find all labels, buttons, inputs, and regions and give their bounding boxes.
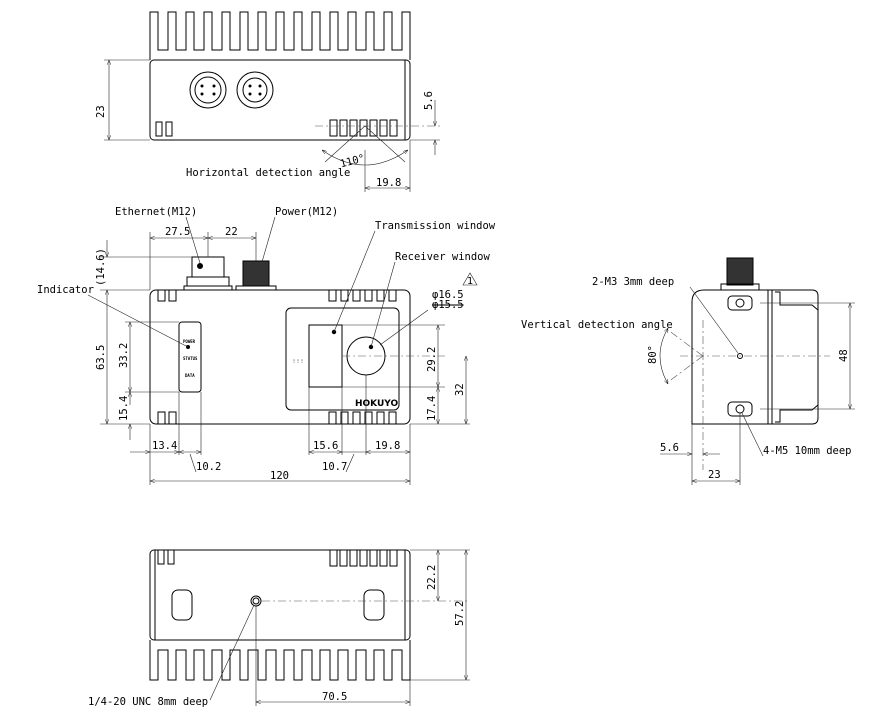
- diameter-outer: φ16.5: [432, 289, 464, 301]
- dim-32: 32: [454, 383, 466, 396]
- dim-27-5: 27.5: [165, 226, 190, 238]
- horizontal-angle-label: Horizontal detection angle: [186, 167, 350, 179]
- dim-33-2: 33.2: [118, 343, 130, 368]
- indicator-panel: POWER STATUS DATA: [178, 321, 202, 393]
- brand-logo: HOKUYO: [355, 399, 399, 409]
- dim-22-2: 22.2: [426, 565, 438, 590]
- vent-dots: ⋮⋮⋮: [292, 358, 304, 364]
- dim-5-6: 5.6: [660, 442, 679, 454]
- dim-10-7: 10.7: [322, 461, 347, 473]
- body-bottom: [149, 549, 411, 641]
- dim-15-4: 15.4: [118, 396, 130, 421]
- transmission-window-label: Transmission window: [375, 220, 496, 232]
- dim-top-height: 23: [95, 105, 107, 118]
- led-power-label: POWER: [183, 339, 196, 344]
- dim-17-4: 17.4: [426, 396, 438, 421]
- cooling-fins-top: [149, 11, 411, 60]
- dim-10-2: 10.2: [196, 461, 221, 473]
- ethernet-label: Ethernet(M12): [115, 206, 197, 218]
- dim-top-side: 19.8: [376, 177, 401, 189]
- dim-23: 23: [708, 469, 721, 481]
- dim-22: 22: [225, 226, 238, 238]
- dim-14-6: (14.6): [95, 248, 107, 286]
- body-top: [149, 59, 411, 141]
- led-data-label: DATA: [185, 373, 195, 378]
- revision-mark: 1: [462, 272, 478, 287]
- led-status-label: STATUS: [183, 356, 198, 361]
- dim-48: 48: [838, 349, 850, 362]
- dim-63-5: 63.5: [95, 345, 107, 370]
- bottom-view: 22.2 57.2 70.5 1/4-20 UNC 8mm deep: [88, 549, 470, 708]
- cooling-fins-bottom: [149, 640, 411, 681]
- indicator-label: Indicator: [37, 284, 94, 296]
- body-front: [149, 289, 411, 425]
- window-panel: ⋮⋮⋮ HOKUYO: [285, 307, 400, 411]
- dim-29-2: 29.2: [426, 347, 438, 372]
- body-side: [691, 289, 769, 425]
- dim-120: 120: [270, 470, 289, 482]
- ethernet-connector-top: [189, 71, 227, 109]
- dim-19-8: 19.8: [375, 440, 400, 452]
- m3-label: 2-M3 3mm deep: [592, 276, 674, 288]
- ethernet-connector-front: [183, 256, 233, 291]
- vertical-angle-label: Vertical detection angle: [521, 319, 673, 331]
- front-view: POWER STATUS DATA ⋮⋮⋮ HOKUYO Ethernet(M1…: [37, 206, 496, 485]
- vertical-angle-value: 80°: [647, 345, 659, 364]
- transmission-window: [308, 324, 343, 388]
- m5-label: 4-M5 10mm deep: [763, 445, 852, 457]
- power-label: Power(M12): [275, 206, 338, 218]
- unc-label: 1/4-20 UNC 8mm deep: [88, 696, 208, 708]
- receiver-window-label: Receiver window: [395, 251, 491, 263]
- power-connector-front: [235, 260, 277, 291]
- svg-text:1: 1: [467, 276, 473, 287]
- power-connector-top: [236, 71, 274, 109]
- dim-70-5: 70.5: [322, 691, 347, 703]
- diameter-inner: φ15.5: [432, 299, 464, 311]
- dim-57-2: 57.2: [454, 601, 466, 626]
- dim-top-offset: 5.6: [423, 91, 435, 110]
- top-view: 110° Horizontal detection angle 23 5.6 1…: [95, 11, 440, 192]
- dim-13-4: 13.4: [152, 440, 177, 452]
- side-view: 80° 2-M3 3mm deep Vertical detection ang…: [521, 257, 855, 485]
- dim-15-6: 15.6: [313, 440, 338, 452]
- power-connector-side: [720, 257, 760, 291]
